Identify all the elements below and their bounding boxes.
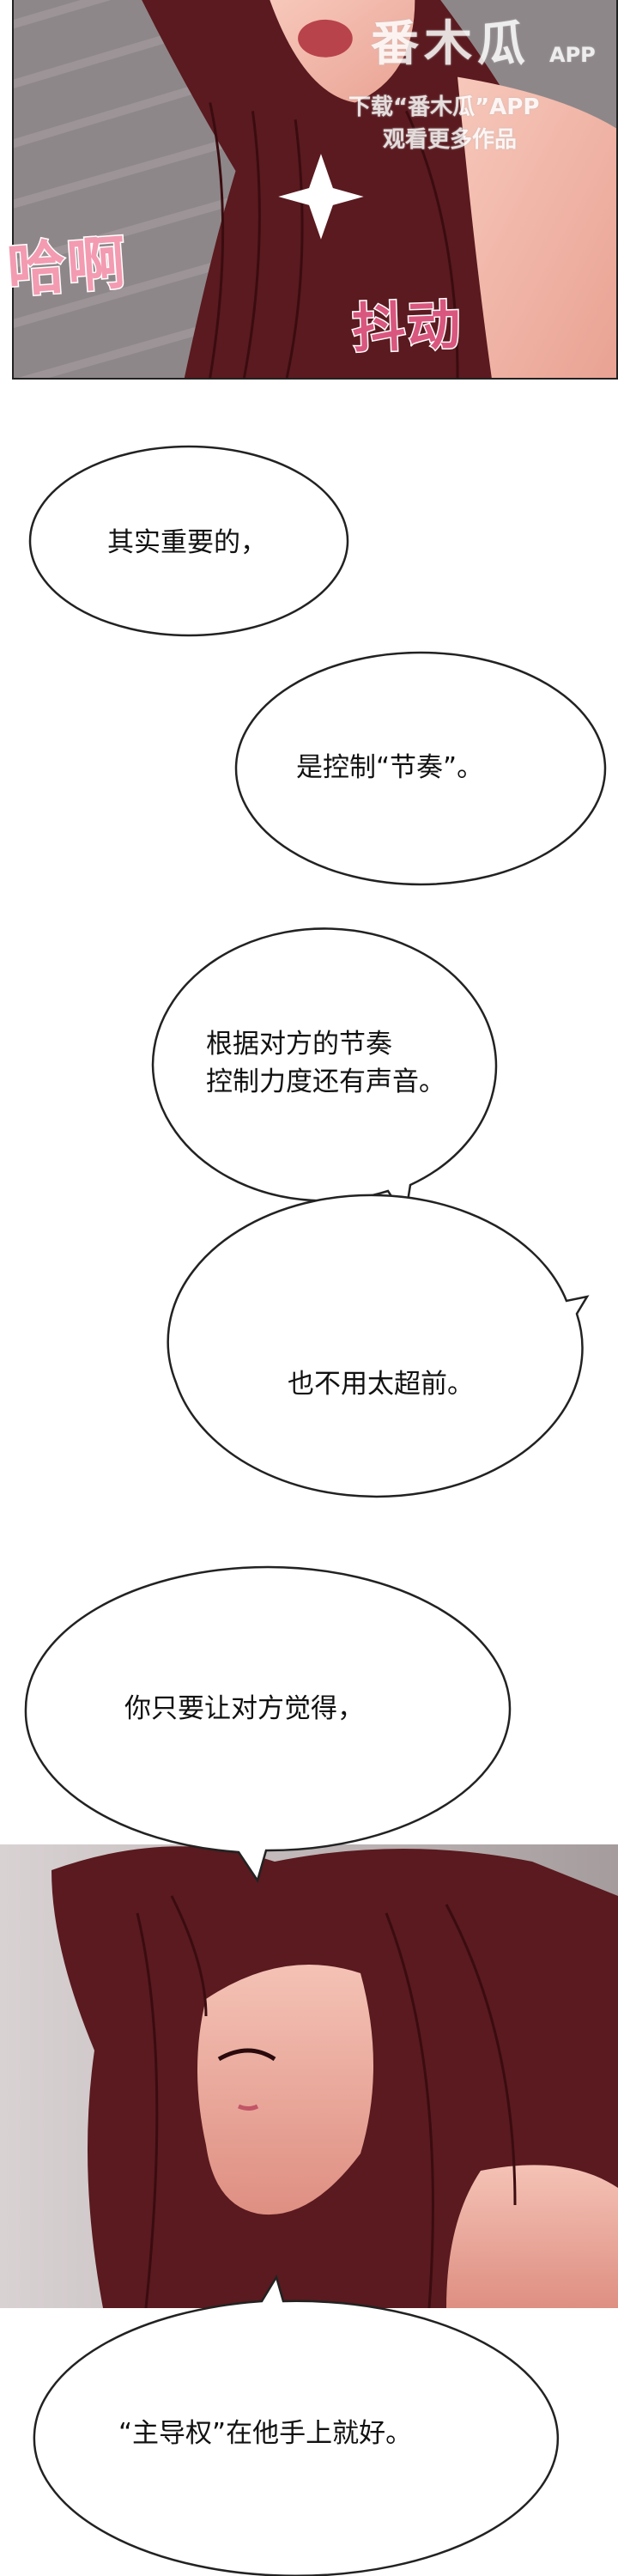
bottom-comic-panel [0, 1844, 618, 2308]
dialogue-4: 也不用太超前。 [288, 1369, 474, 1400]
watermark-logo: 番木瓜 [371, 16, 530, 72]
dialogue-3a: 根据对方的节奏 [206, 1029, 392, 1060]
top-panel-art [14, 0, 616, 378]
top-comic-panel [12, 0, 618, 380]
watermark-more-works-text: 观看更多作品 [383, 127, 518, 153]
bottom-panel-art [0, 1844, 618, 2308]
watermark-app: APP [549, 43, 596, 67]
dialogue-6: “主导权”在他手上就好。 [118, 2418, 413, 2449]
dialogue-1: 其实重要的， [107, 527, 267, 558]
dialogue-2: 是控制“节奏”。 [296, 752, 484, 783]
sfx-moan: 哈啊 [3, 228, 130, 307]
dialogue-5: 你只要让对方觉得， [124, 1693, 364, 1724]
watermark-download-text: 下载“番木瓜”APP [348, 94, 540, 120]
speech-bubble-4 [167, 1194, 590, 1498]
sfx-twitch: 抖动 [349, 292, 464, 361]
dialogue-3b: 控制力度还有声音。 [206, 1066, 445, 1097]
